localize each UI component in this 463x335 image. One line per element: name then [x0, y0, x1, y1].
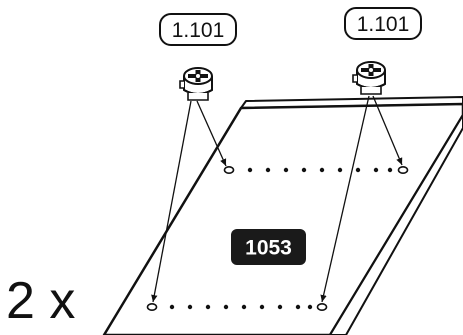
panel-number-badge: 1053	[231, 229, 306, 265]
arrow-left-fitting-to-bottom-hole	[151, 100, 192, 303]
hole-dot	[205, 304, 211, 310]
hole-dot	[169, 304, 175, 310]
hole-dot	[337, 167, 343, 173]
hole-dot	[277, 304, 283, 310]
hole-end	[316, 302, 328, 311]
cam-lock-fitting-icon	[352, 61, 386, 95]
hole-dot	[295, 304, 301, 310]
hole-dot	[319, 167, 325, 173]
hole-dot	[241, 304, 247, 310]
hole-row-bottom	[146, 302, 328, 311]
hole-dot	[373, 167, 379, 173]
hole-dot	[259, 304, 265, 310]
hole-dot	[265, 167, 271, 173]
panel-board	[102, 96, 463, 335]
hole-dot	[283, 167, 289, 173]
cam-lock-fitting-icon	[179, 67, 213, 101]
hole-dot	[355, 167, 361, 173]
part-number-label: 1.101	[357, 13, 410, 36]
hole-dot	[301, 167, 307, 173]
hole-end	[223, 166, 235, 175]
hole-dot	[387, 167, 393, 173]
arrow-right-fitting-to-bottom-hole	[320, 95, 370, 303]
hole-dot	[307, 304, 313, 310]
part-callout-left: 1.101	[159, 13, 237, 46]
pointer-arrows	[151, 95, 403, 303]
part-callout-right: 1.101	[344, 7, 422, 40]
hole-end	[397, 166, 409, 175]
hole-dot	[247, 167, 253, 173]
quantity-label: 2 x	[6, 272, 75, 330]
part-number-label: 1.101	[172, 19, 225, 42]
arrow-left-fitting-to-top-hole	[196, 100, 227, 167]
hole-end	[146, 302, 158, 311]
hole-dot	[223, 304, 229, 310]
hole-dot	[187, 304, 193, 310]
arrow-right-fitting-to-top-hole	[372, 95, 403, 166]
hole-row-top	[223, 166, 409, 175]
panel-number-label: 1053	[245, 237, 292, 260]
